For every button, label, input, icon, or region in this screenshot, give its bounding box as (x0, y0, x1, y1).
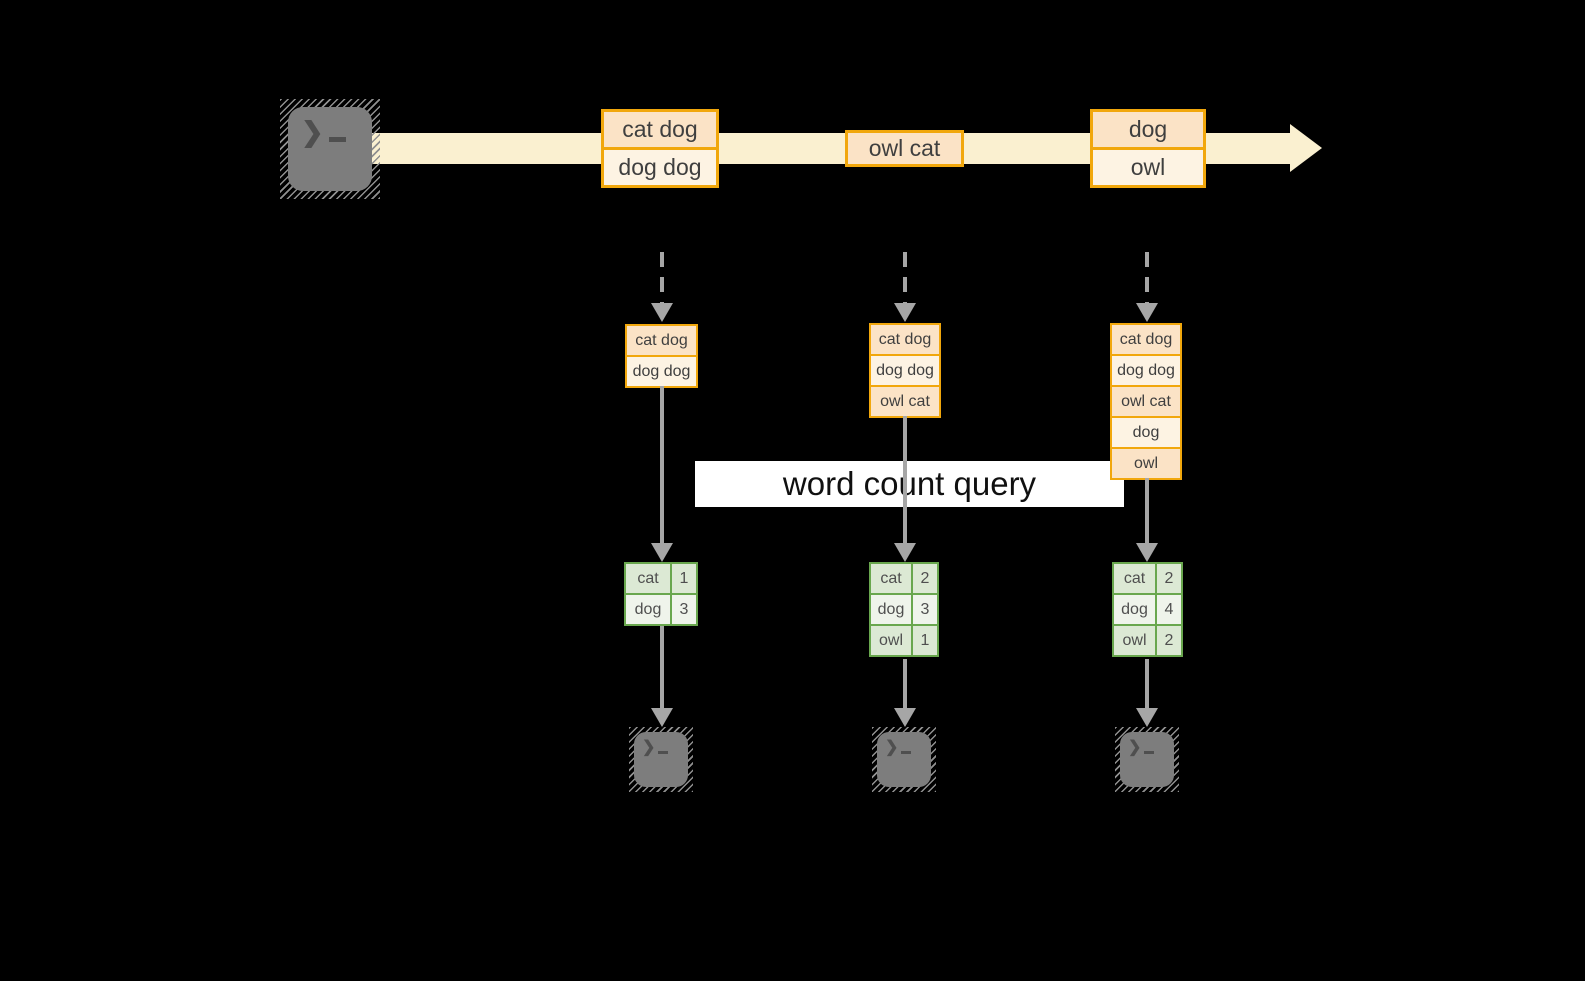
event-record: cat dog (604, 112, 716, 147)
ingest-arrow-line (903, 252, 907, 304)
prompt-chevron-icon: ❯ (885, 739, 899, 756)
count-cell: 2 (1164, 570, 1174, 587)
count-cell: 2 (920, 570, 930, 587)
word-cell: owl (1114, 626, 1157, 655)
table-row: dog 4 (1114, 593, 1181, 624)
output-arrowhead-icon (1136, 708, 1158, 727)
word-cell: dog (871, 595, 913, 624)
terminal-output-icon: ❯ (1115, 727, 1179, 792)
word-count-table-2: cat 2 dog 3 owl 1 (869, 562, 939, 657)
table-row: owl 1 (871, 624, 937, 655)
table-row: cat 1 (626, 564, 696, 593)
event-box-3: dog owl (1090, 109, 1206, 188)
terminal-output-icon: ❯ (629, 727, 693, 792)
terminal-screen: ❯ (877, 732, 931, 787)
ingest-arrowhead-icon (651, 303, 673, 322)
query-label: word count query (695, 461, 1124, 507)
terminal-screen: ❯ (634, 732, 688, 787)
stack-record: owl (1112, 447, 1180, 478)
prompt-cursor-icon (658, 751, 669, 754)
event-record: dog (1093, 112, 1203, 147)
prompt-chevron-icon: ❯ (301, 117, 324, 147)
ingest-arrow-line (660, 252, 664, 304)
record-stack-3: cat dog dog dog owl cat dog owl (1110, 323, 1182, 480)
table-row: dog 3 (626, 593, 696, 624)
count-cell: 4 (1164, 601, 1174, 618)
query-flow-arrowhead-icon (894, 543, 916, 562)
ingest-arrowhead-icon (894, 303, 916, 322)
prompt-chevron-icon: ❯ (642, 739, 656, 756)
stack-record: cat dog (1112, 325, 1180, 354)
count-cell: 2 (1164, 632, 1174, 649)
count-cell: 3 (920, 601, 930, 618)
event-record: dog dog (604, 147, 716, 185)
count-cell: 3 (679, 601, 689, 618)
output-arrowhead-icon (651, 708, 673, 727)
stack-record: owl cat (871, 385, 939, 416)
word-count-table-1: cat 1 dog 3 (624, 562, 698, 626)
stack-record: dog dog (627, 355, 696, 386)
prompt-cursor-icon (901, 751, 912, 754)
count-cell: 1 (679, 570, 689, 587)
record-stack-2: cat dog dog dog owl cat (869, 323, 941, 418)
ingest-arrow-line (1145, 252, 1149, 304)
word-cell: owl (871, 626, 913, 655)
stack-record: dog dog (871, 354, 939, 385)
query-flow-arrow-line (660, 386, 664, 543)
word-cell: dog (626, 595, 672, 624)
output-arrow-line (1145, 659, 1149, 708)
terminal-screen: ❯ (288, 107, 372, 191)
query-flow-arrowhead-icon (1136, 543, 1158, 562)
event-box-1: cat dog dog dog (601, 109, 719, 188)
stack-record: dog dog (1112, 354, 1180, 385)
query-flow-arrowhead-icon (651, 543, 673, 562)
query-flow-arrow-line (1145, 478, 1149, 543)
word-cell: cat (871, 564, 913, 593)
prompt-cursor-icon (1144, 751, 1155, 754)
stack-record: dog (1112, 416, 1180, 447)
table-row: owl 2 (1114, 624, 1181, 655)
event-box-2: owl cat (845, 130, 964, 167)
ingest-arrowhead-icon (1136, 303, 1158, 322)
output-arrow-line (660, 626, 664, 708)
prompt-chevron-icon: ❯ (1128, 739, 1142, 756)
event-record: owl cat (848, 133, 961, 164)
word-cell: dog (1114, 595, 1157, 624)
stack-record: cat dog (871, 325, 939, 354)
word-cell: cat (1114, 564, 1157, 593)
record-stack-1: cat dog dog dog (625, 324, 698, 388)
word-count-table-3: cat 2 dog 4 owl 2 (1112, 562, 1183, 657)
table-row: cat 2 (1114, 564, 1181, 593)
event-record: owl (1093, 147, 1203, 185)
stack-record: owl cat (1112, 385, 1180, 416)
output-arrowhead-icon (894, 708, 916, 727)
table-row: cat 2 (871, 564, 937, 593)
terminal-source-icon: ❯ (280, 99, 380, 199)
table-row: dog 3 (871, 593, 937, 624)
terminal-screen: ❯ (1120, 732, 1174, 787)
terminal-output-icon: ❯ (872, 727, 936, 792)
word-cell: cat (626, 564, 672, 593)
prompt-cursor-icon (328, 137, 346, 142)
output-arrow-line (903, 659, 907, 708)
query-flow-arrow-line (903, 416, 907, 543)
stack-record: cat dog (627, 326, 696, 355)
stream-timeline-arrowhead-icon (1290, 124, 1322, 172)
count-cell: 1 (920, 632, 930, 649)
